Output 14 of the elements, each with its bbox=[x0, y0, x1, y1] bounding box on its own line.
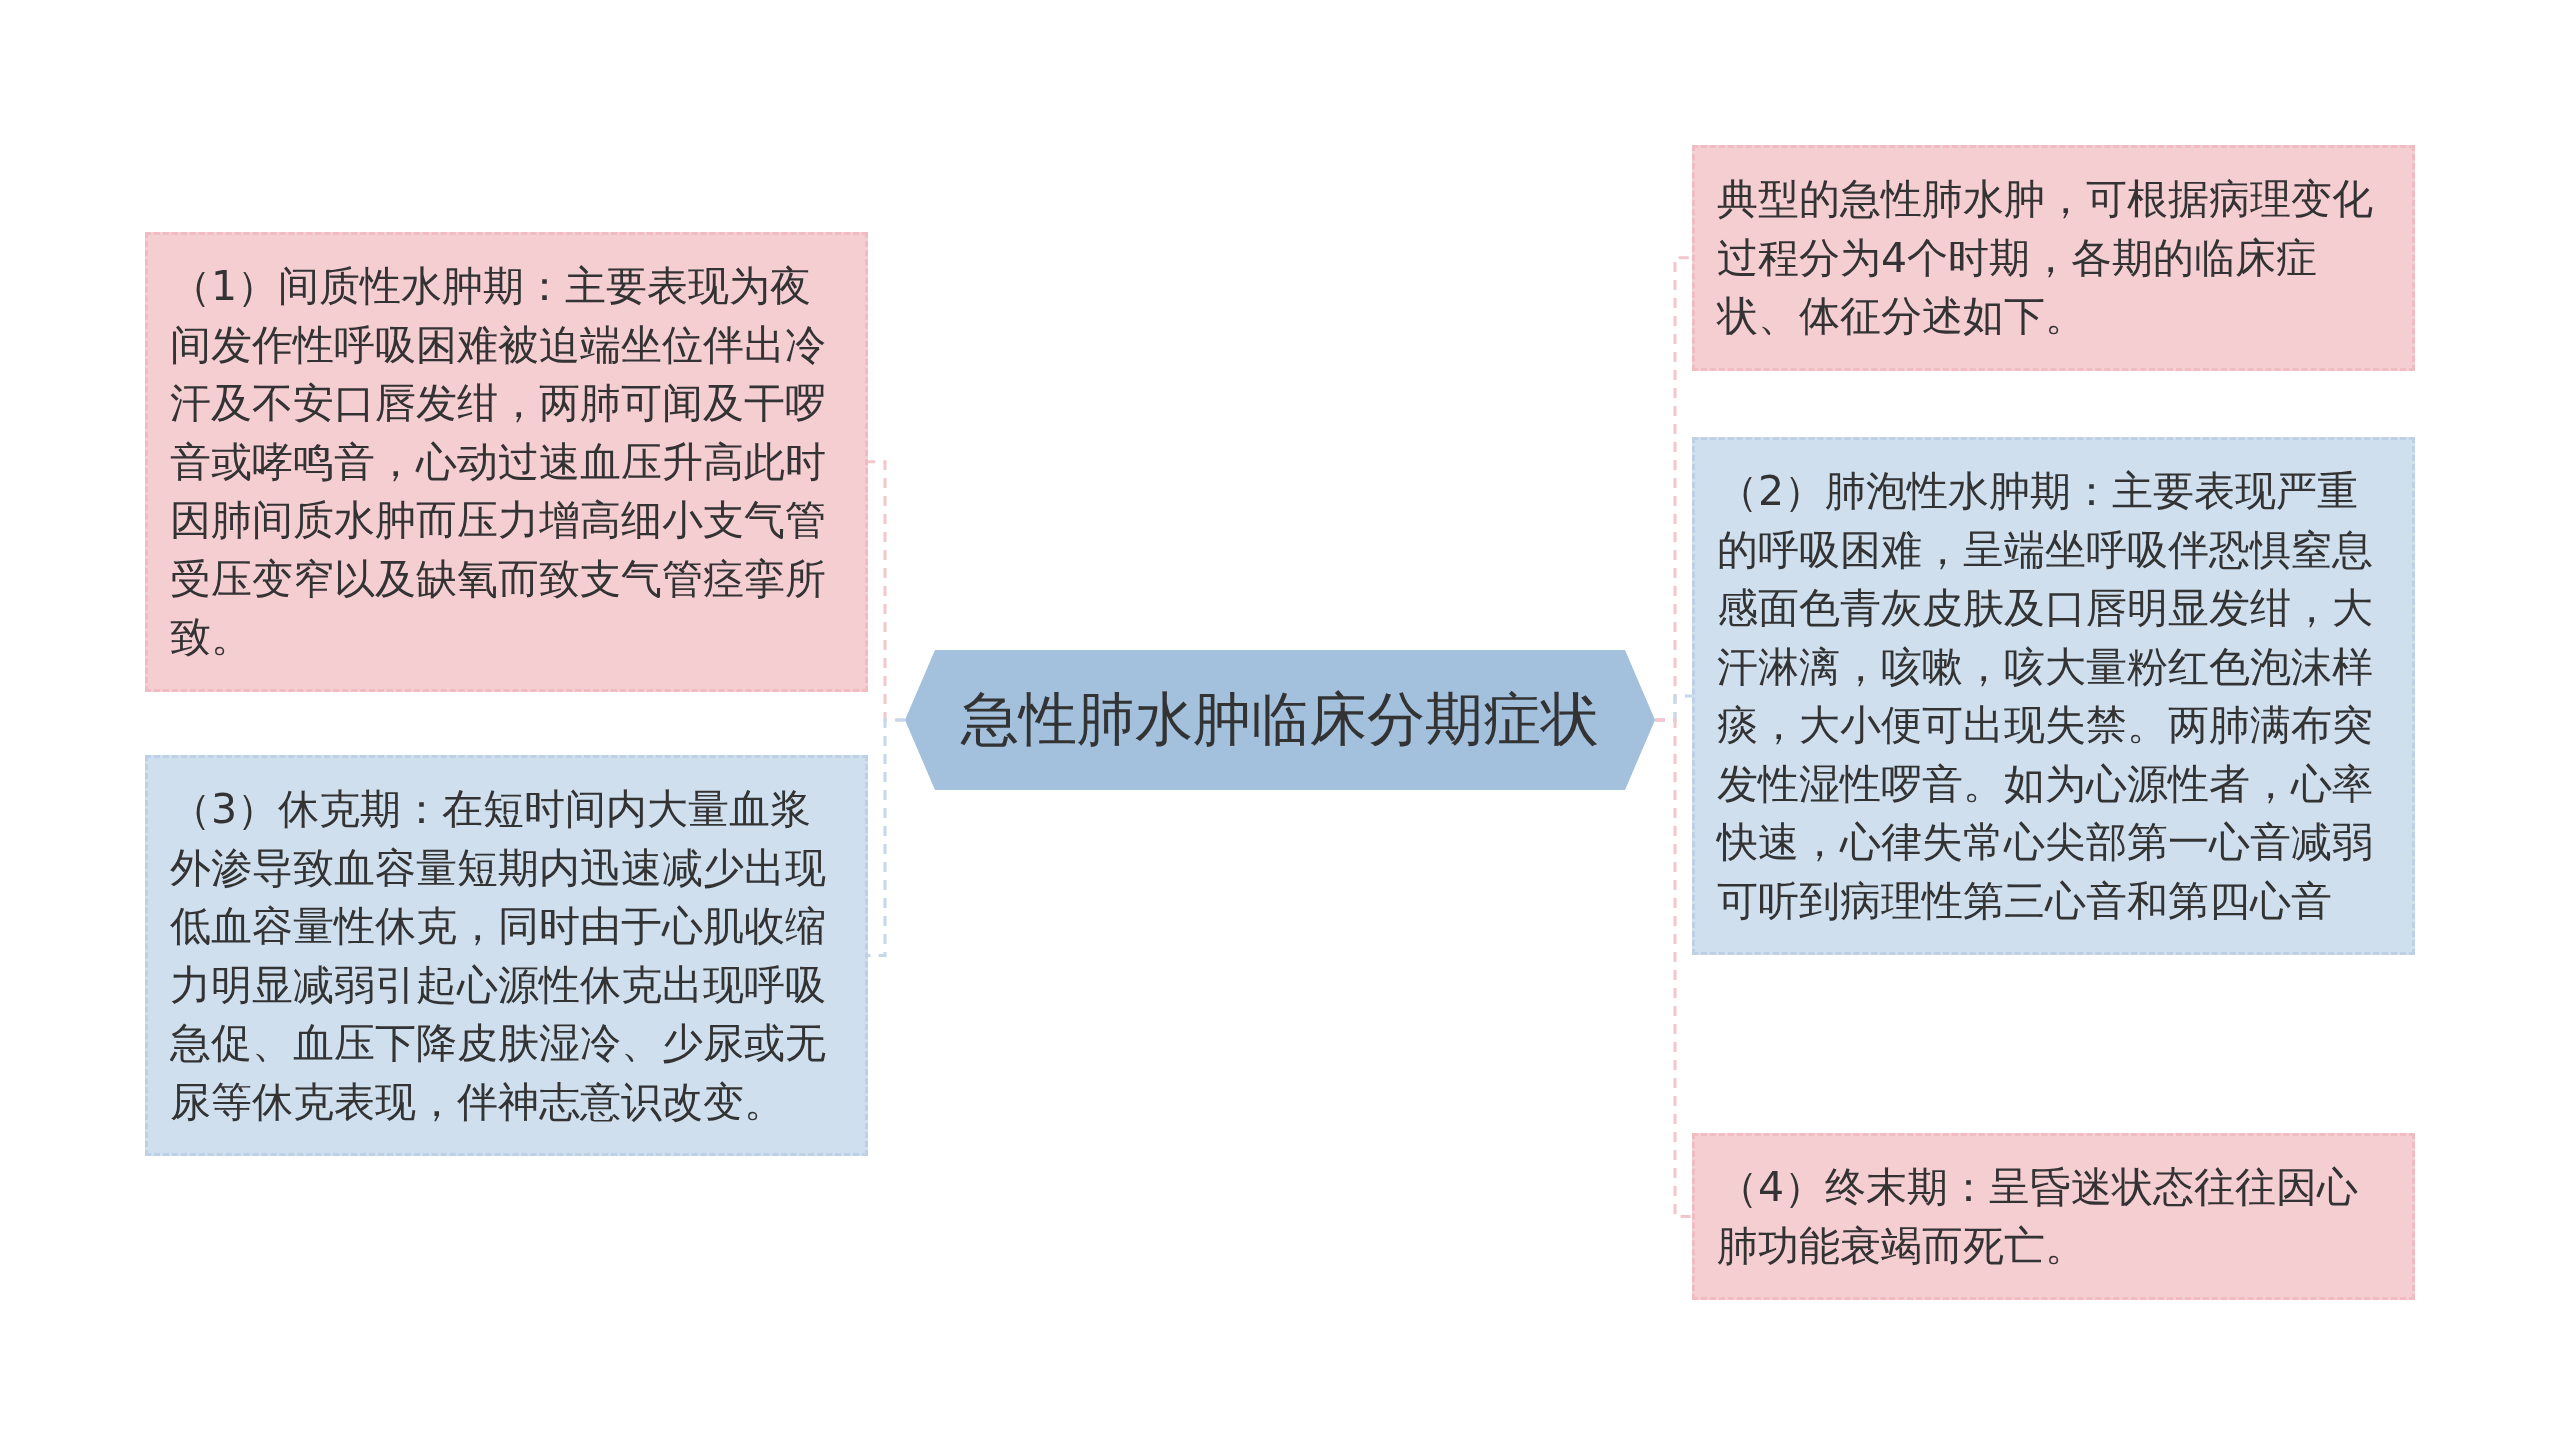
connector-line bbox=[868, 718, 905, 957]
topic-hexagon bbox=[905, 650, 1655, 790]
note-text: （3）休克期：在短时间内大量血浆外渗导致血容量短期内迅速减少出现低血容量性休克，同时由于心肌收缩力明显减弱引起心源性休克出现呼吸急促、血压下降皮肤湿冷、少尿或无尿等休克表现，伴神志意识改变。 bbox=[170, 784, 827, 1128]
connector-line bbox=[1655, 718, 1692, 1218]
note-card bbox=[1692, 145, 2415, 371]
topic-title: 急性肺水肿临床分期症状 bbox=[961, 684, 1599, 755]
note-card bbox=[1692, 437, 2415, 955]
note-text: （2）肺泡性水肿期：主要表现严重的呼吸困难，呈端坐呼吸伴恐惧窒息感面色青灰皮肤及口唇明显发绀，大汗淋漓，咳嗽，咳大量粉红色泡沫样痰，大小便可出现失禁。两肺满布突发性湿性啰音。如为心源性者，心率快速，心律失常心尖部第一心音减弱可听到病理性第三心音和第四心音 bbox=[1717, 466, 2374, 927]
note-card bbox=[1692, 1133, 2415, 1300]
note-card bbox=[145, 232, 868, 692]
note-text: 典型的急性肺水肿，可根据病理变化过程分为4个时期，各期的临床症状、体征分述如下。 bbox=[1717, 174, 2374, 342]
note-card bbox=[145, 755, 868, 1156]
note-text: （4）终末期：呈昏迷状态往往因心肺功能衰竭而死亡。 bbox=[1717, 1162, 2360, 1272]
note-text: （1）间质性水肿期：主要表现为夜间发作性呼吸困难被迫端坐位伴出冷汗及不安口唇发绀，两肺可闻及干啰音或哮鸣音，心动过速血压升高此时因肺间质水肿而压力增高细小支气管受压变窄以及缺氧而致支气管痉挛所致。 bbox=[170, 261, 827, 663]
